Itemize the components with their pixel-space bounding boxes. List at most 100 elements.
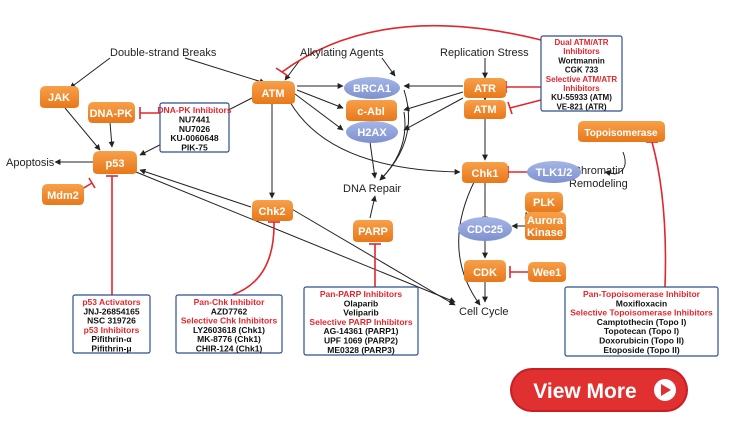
p53-box-line: p53 Activators	[82, 297, 141, 307]
orange-nodes: JAK DNA-PK p53 Mdm2 ATM Chk2 PARP ATR	[40, 78, 665, 282]
blue-nodes: BRCA1 H2AX TLK1/2 CDC25	[344, 77, 581, 241]
parp-box-line: Veliparib	[343, 308, 378, 318]
node-topoisomerase-label: Topoisomerase	[584, 128, 658, 139]
node-mdm2-label: Mdm2	[47, 190, 79, 202]
node-chk2-label: Chk2	[259, 206, 286, 218]
node-parp-label: PARP	[358, 226, 388, 238]
topo-box-line: Topotecan (Topo I)	[604, 326, 679, 336]
node-c-abl[interactable]: c-Abl	[346, 100, 397, 121]
parp-box-line: Pan-PARP Inhibitors	[320, 289, 403, 299]
label-apoptosis: Apoptosis	[6, 157, 55, 169]
node-wee1[interactable]: Wee1	[528, 262, 566, 282]
node-mdm2[interactable]: Mdm2	[42, 184, 84, 205]
parp-box-line: Olaparib	[344, 298, 378, 308]
topo-box-line: Doxorubicin (Topo II)	[599, 336, 684, 346]
atm-atr-line: Inhibitors	[563, 84, 600, 93]
node-chk1[interactable]: Chk1	[462, 162, 508, 183]
node-chk1-label: Chk1	[472, 168, 499, 180]
p53-box-line: Pifithrin-μ	[91, 344, 131, 354]
node-cdc25-label: CDC25	[467, 224, 503, 236]
label-double-strand-breaks: Double-strand Breaks	[110, 47, 217, 59]
node-topoisomerase[interactable]: Topoisomerase	[578, 121, 665, 142]
node-plk[interactable]: PLK	[525, 192, 563, 212]
atm-atr-line: Wortmannin	[558, 56, 605, 65]
chk-box-line: AZD7762	[211, 306, 248, 316]
label-chromatin: Chromatin	[573, 165, 624, 177]
node-dna-pk-label: DNA-PK	[90, 108, 133, 120]
topo-box-line: Moxifloxacin	[616, 298, 667, 308]
p53-box-line: NSC 319726	[87, 316, 136, 326]
dnapk-inhib-line: PIK-75	[181, 143, 208, 153]
parp-box-line: Selective PARP Inhibitors	[309, 317, 412, 327]
parp-box-line: UPF 1069 (PARP2)	[324, 336, 398, 346]
node-atm-2[interactable]: ATM	[464, 100, 506, 119]
node-jak[interactable]: JAK	[40, 86, 79, 108]
node-h2ax[interactable]: H2AX	[346, 121, 398, 143]
inhibitor-box-dna-pk: DNA-PK InhibitorsNU7441NU7026KU-0060648P…	[157, 102, 232, 153]
node-atr[interactable]: ATR	[464, 78, 506, 98]
chk-box-line: MK-8776 (Chk1)	[197, 334, 261, 344]
view-more-label: View More	[533, 380, 636, 403]
node-tlk-label: TLK1/2	[536, 167, 573, 179]
free-labels: Double-strand Breaks Alkylating Agents R…	[6, 47, 628, 318]
node-aurora-kinase[interactable]: Aurora Kinase	[525, 212, 566, 240]
chk-box-line: CHIR-124 (Chk1)	[196, 344, 263, 354]
node-plk-label: PLK	[533, 197, 555, 209]
p53-box-line: p53 Inhibitors	[84, 325, 140, 335]
dnapk-inhib-line: NU7026	[179, 124, 210, 134]
node-cdc25[interactable]: CDC25	[458, 217, 512, 241]
label-alkylating-agents: Alkylating Agents	[300, 47, 384, 59]
node-kinase-label: Kinase	[527, 227, 563, 239]
node-chk2[interactable]: Chk2	[252, 200, 293, 221]
atm-atr-line: CGK 733	[565, 66, 599, 75]
chk-box-line: Selective Chk Inhibitors	[181, 316, 278, 326]
node-atm-label: ATM	[261, 88, 284, 100]
topo-box-line: Etoposide (Topo II)	[603, 345, 679, 355]
node-atr-label: ATR	[474, 83, 496, 95]
inhibitor-box-parp: Pan-PARP InhibitorsOlaparibVeliparibSele…	[303, 286, 419, 356]
label-dna-repair: DNA Repair	[343, 183, 401, 195]
node-jak-label: JAK	[48, 92, 70, 104]
dnapk-inhib-line: NU7441	[179, 114, 210, 124]
node-wee1-label: Wee1	[533, 267, 562, 279]
node-cdk-label: CDK	[473, 267, 497, 279]
atm-atr-line: Selective ATM/ATR	[546, 75, 618, 84]
dnapk-inhib-line: DNA-PK Inhibitors	[157, 105, 231, 115]
parp-box-line: ME0328 (PARP3)	[327, 345, 395, 355]
topo-box-line: Camptothecin (Topo I)	[597, 317, 687, 327]
node-h2ax-label: H2AX	[357, 127, 387, 139]
play-arrow-icon	[654, 379, 676, 401]
label-cell-cycle: Cell Cycle	[459, 306, 509, 318]
atm-atr-line: KU-55933 (ATM)	[551, 93, 612, 102]
node-brca1-label: BRCA1	[353, 83, 391, 95]
p53-box-line: JNJ-26854165	[83, 306, 140, 316]
view-more-button[interactable]: View More	[510, 368, 688, 412]
topo-box-line: Pan-Topoisomerase Inhibitor	[583, 289, 701, 299]
parp-box-line: AG-14361 (PARP1)	[324, 326, 399, 336]
node-aurora-label: Aurora	[527, 215, 564, 227]
node-tlk[interactable]: TLK1/2	[527, 161, 581, 183]
atm-atr-line: Inhibitors	[563, 47, 600, 56]
label-remodeling: Remodeling	[569, 178, 628, 190]
inhibitor-box-topoisomerase: Pan-Topoisomerase InhibitorMoxifloxacinS…	[564, 286, 719, 357]
node-brca1[interactable]: BRCA1	[344, 77, 400, 99]
node-parp[interactable]: PARP	[353, 220, 393, 242]
node-atm-2-label: ATM	[473, 104, 496, 116]
node-dna-pk[interactable]: DNA-PK	[88, 102, 135, 123]
connectors	[54, 57, 626, 306]
atm-atr-line: VE-821 (ATR)	[556, 102, 606, 111]
chk-box-line: Pan-Chk Inhibitor	[194, 297, 266, 307]
node-cdk[interactable]: CDK	[464, 260, 506, 282]
chk-box-line: LY2603618 (Chk1)	[193, 325, 265, 335]
p53-box-line: Pifithrin-α	[91, 334, 132, 344]
atm-atr-line: Dual ATM/ATR	[554, 38, 608, 47]
node-c-abl-label: c-Abl	[357, 106, 385, 118]
node-p53[interactable]: p53	[93, 151, 137, 174]
node-atm[interactable]: ATM	[252, 81, 295, 104]
label-replication-stress: Replication Stress	[440, 47, 529, 59]
node-p53-label: p53	[106, 158, 125, 170]
